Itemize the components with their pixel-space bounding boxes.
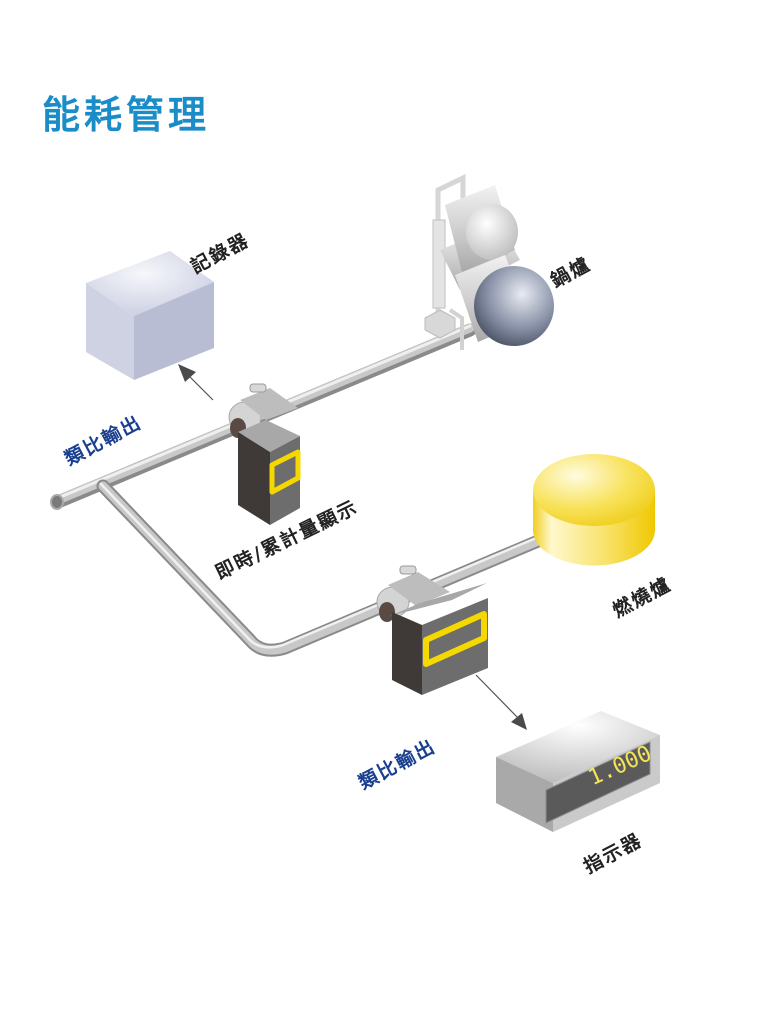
indicator-device (496, 711, 660, 832)
flow-meter-1 (228, 383, 301, 525)
pipe-open-end (50, 494, 64, 510)
arrow-to-recorder (178, 364, 214, 401)
recorder-device (86, 251, 214, 380)
burner-device (533, 454, 655, 566)
arrow-to-indicator (475, 674, 527, 730)
flow-meter-2 (376, 565, 488, 695)
boiler-device (424, 174, 554, 350)
page-title: 能耗管理 (42, 93, 211, 137)
indicator-display-panel (545, 741, 651, 824)
branch-pipe (96, 479, 557, 657)
